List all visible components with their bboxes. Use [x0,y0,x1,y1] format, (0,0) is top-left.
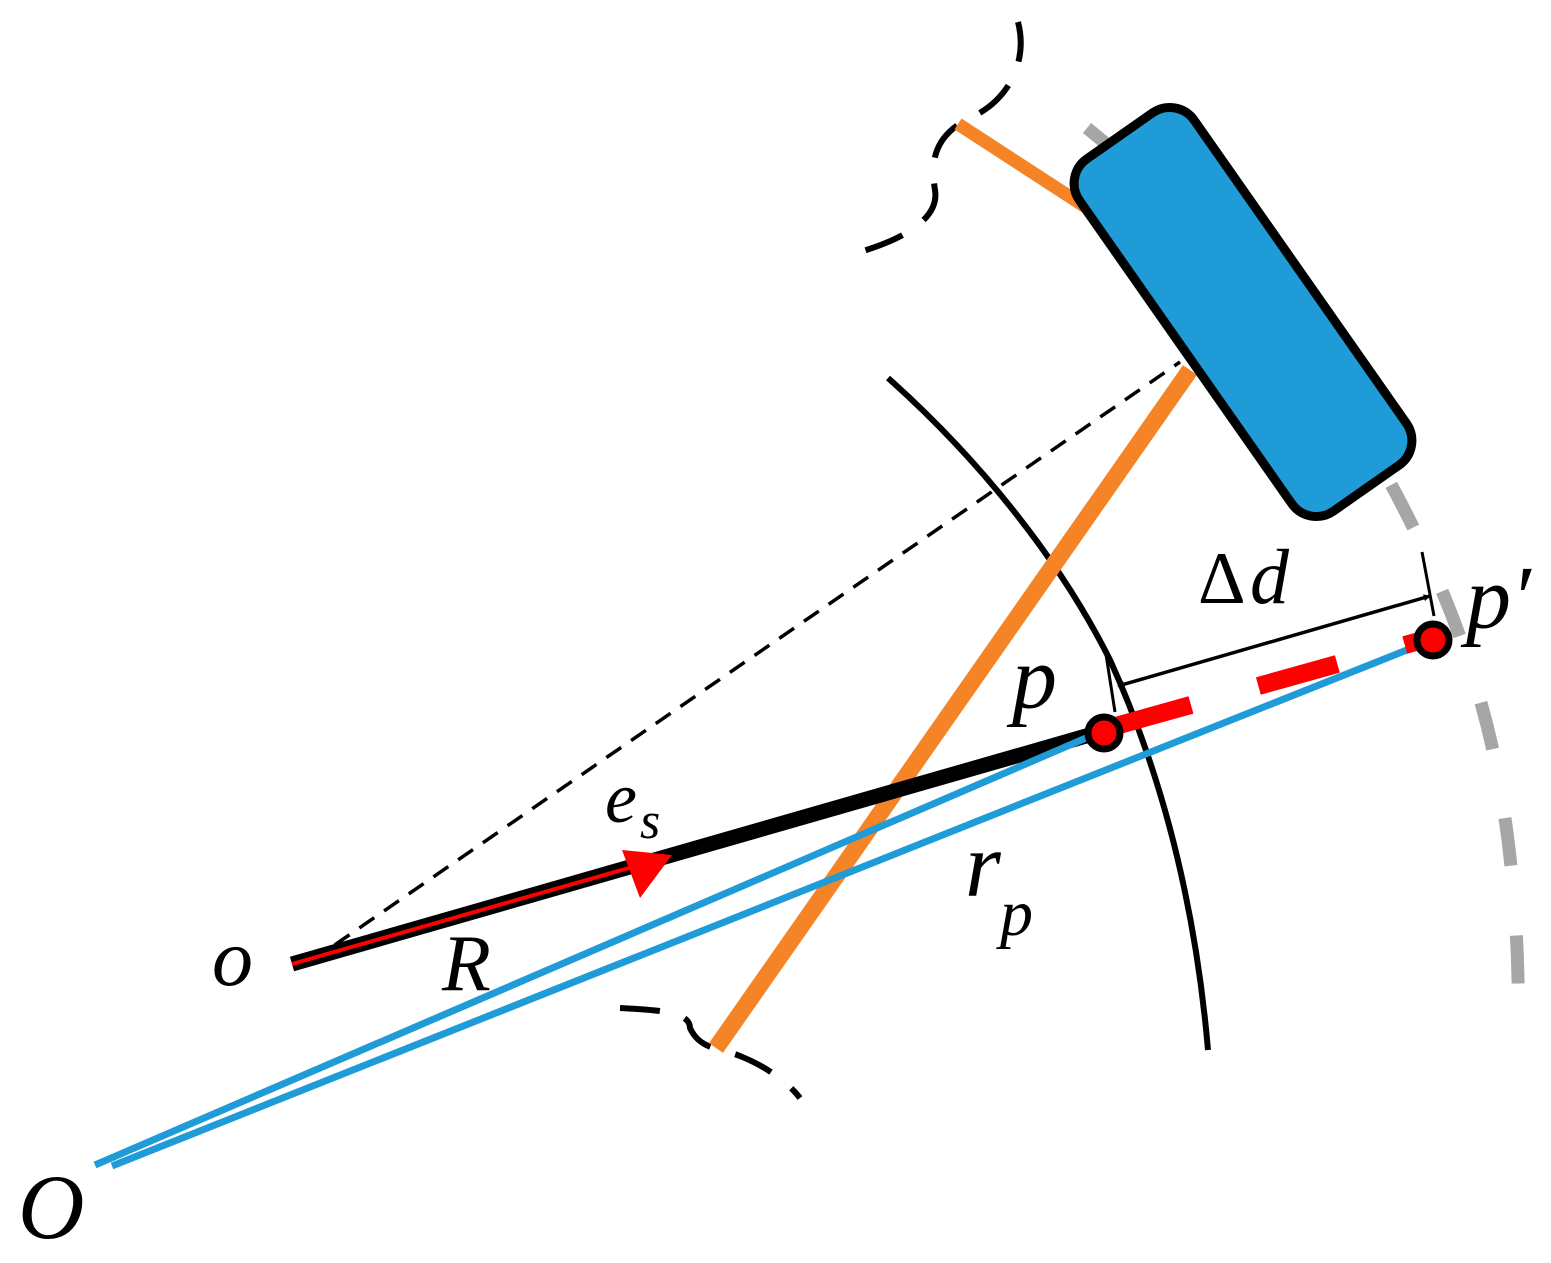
orange-link-long [709,365,1197,1053]
point-p [1084,713,1124,753]
label-R: R [441,920,491,1008]
red-dashed-p-to-p-prime [1109,629,1433,736]
label-p: p [1006,629,1057,728]
label-e-subscript: s [640,793,660,850]
label-r-subscript: p [996,877,1033,950]
unit-vector-es-line [291,860,651,966]
dashed-curve-bottom [619,1005,803,1100]
blue-line-O-to-p-prime [110,636,1434,1170]
delta-d-tick-p [1103,647,1117,713]
label-delta: Δ [1198,538,1246,620]
sensor-body [1069,103,1417,521]
delta-d-arrow [1117,594,1431,688]
dashed-curve-top [859,21,1024,255]
inner-arc [886,375,1211,1051]
label-p-prime: p′ [1460,549,1532,648]
label-r: r [965,814,1002,916]
dashed-line-o-to-sensor [309,360,1181,964]
unit-vector-es-arrowhead [622,850,672,898]
point-p-prime [1413,620,1453,660]
label-e: e [605,758,637,838]
label-d: d [1250,533,1290,620]
label-O: O [18,1156,84,1258]
blue-line-O-to-p [93,728,1102,1169]
delta-d-tick-p-prime [1420,551,1436,617]
label-o: o [212,912,253,1003]
